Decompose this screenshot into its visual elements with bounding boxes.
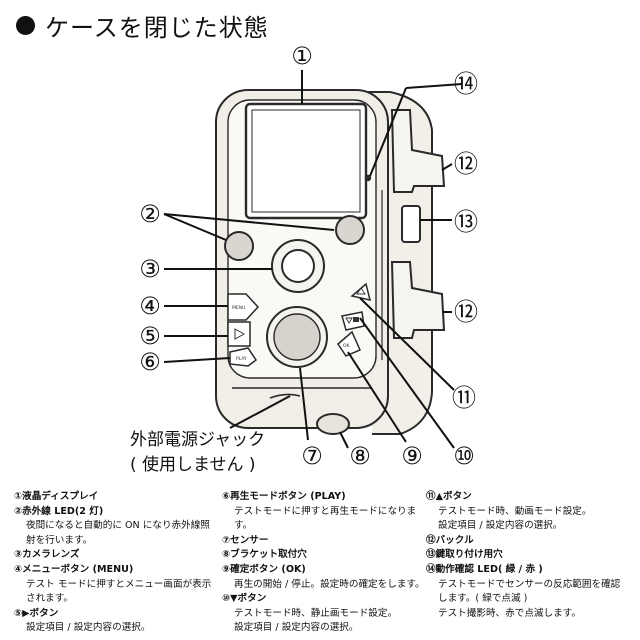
callout-11: ⑪	[452, 384, 476, 412]
callout-14: ⑭	[454, 70, 478, 98]
legend-item-4: ④メニューボタン (MENU) テスト モードに押すとメニュー画面が表示 されま…	[14, 563, 212, 605]
menu-button	[227, 293, 260, 321]
bracket-hole	[316, 413, 350, 435]
legend-item-12: ⑫バックル	[426, 534, 474, 546]
ir-led-left	[224, 231, 254, 261]
legend-item-2: ②赤外線 LED(2 灯) 夜間になると自動的に ON になり赤外線照 射を行い…	[14, 505, 210, 546]
legend-item-5: ⑤▶ボタン 設定項目 / 設定内容の選択。	[14, 607, 151, 634]
callout-10: ⑩	[453, 442, 475, 470]
callout-3: ③	[139, 255, 161, 283]
legend-item-7: ⑦センサー	[222, 534, 269, 546]
legend-col-3: ⑪▲ボタン テストモード時、動画モード設定。 設定項目 / 設定内容の選択。 ⑫…	[426, 490, 620, 621]
callout-12-upper: ⑫	[454, 150, 478, 178]
play-button	[229, 347, 258, 367]
callout-9: ⑨	[401, 442, 423, 470]
camera-diagram: ① ② ③ ④ ⑤ ⑥ ⑦ ⑧ ⑨ ⑩ ⑪ ⑫ ⑫ ⑬ ⑭ MENU PLAY …	[139, 42, 478, 470]
legend-col-2: ⑥再生モードボタン (PLAY) テストモードに押すと再生モードになりま す。 …	[222, 490, 425, 636]
ir-led-right	[335, 215, 365, 245]
legend-item-1: ①液晶ディスプレイ	[14, 491, 99, 502]
up-arrow-icon	[356, 287, 366, 295]
callout-8: ⑧	[349, 442, 371, 470]
sensor-inner	[273, 313, 321, 361]
callout-7: ⑦	[301, 442, 323, 470]
legend-item-3: ③カメラレンズ	[14, 549, 80, 561]
page-title: ケースを閉じた状態	[16, 8, 269, 43]
lcd-screen	[251, 109, 361, 213]
legend-item-11: ⑪▲ボタン テストモード時、動画モード設定。 設定項目 / 設定内容の選択。	[426, 491, 592, 532]
legend-item-10: ⑩▼ボタン テストモード時、静止画モード設定。 設定項目 / 設定内容の選択。	[222, 593, 398, 634]
legend-item-8: ⑧ブラケット取付穴	[222, 549, 307, 561]
right-button	[227, 321, 251, 347]
callout-2: ②	[139, 200, 161, 228]
callout-5: ⑤	[139, 322, 161, 350]
legend-item-9: ⑨確定ボタン (OK) 再生の開始 / 停止。設定時の確定をします。	[222, 563, 425, 590]
callout-1: ①	[291, 42, 313, 70]
ok-button	[337, 330, 361, 357]
power-jack	[269, 393, 301, 399]
buckle-upper	[390, 109, 446, 193]
lens-inner	[281, 249, 315, 283]
legend-item-14: ⑭動作確認 LED( 緑 / 赤 ) テストモードでセンサーの反応範囲を確認 し…	[426, 563, 621, 619]
annotation-line-1: 外部電源ジャック	[130, 430, 266, 450]
callout-12-lower: ⑫	[454, 298, 478, 326]
lock-hole	[401, 205, 421, 243]
page-title-text: ケースを閉じた状態	[45, 14, 269, 42]
right-arrow-icon	[234, 328, 246, 340]
callout-4: ④	[139, 292, 161, 320]
legend-item-13: ⑬鍵取り付け用穴	[426, 549, 503, 561]
bullet-dot	[16, 16, 35, 35]
menu-label: MENU	[232, 305, 245, 311]
camera-mode-icon	[353, 317, 359, 322]
legend-item-6: ⑥再生モードボタン (PLAY) テストモードに押すと再生モードになりま す。	[222, 491, 417, 532]
status-led	[364, 174, 372, 182]
annotation-line-2: ( 使用しません )	[130, 455, 256, 475]
callout-6: ⑥	[139, 348, 161, 376]
ok-label: OK	[343, 343, 351, 349]
play-label: PLAY	[236, 356, 247, 362]
legend-col-1: ①液晶ディスプレイ ②赤外線 LED(2 灯) 夜間になると自動的に ON にな…	[14, 490, 211, 636]
down-arrow-icon	[345, 317, 353, 324]
callout-13: ⑬	[454, 208, 478, 236]
power-jack-annotation: 外部電源ジャック ( 使用しません )	[130, 428, 265, 478]
